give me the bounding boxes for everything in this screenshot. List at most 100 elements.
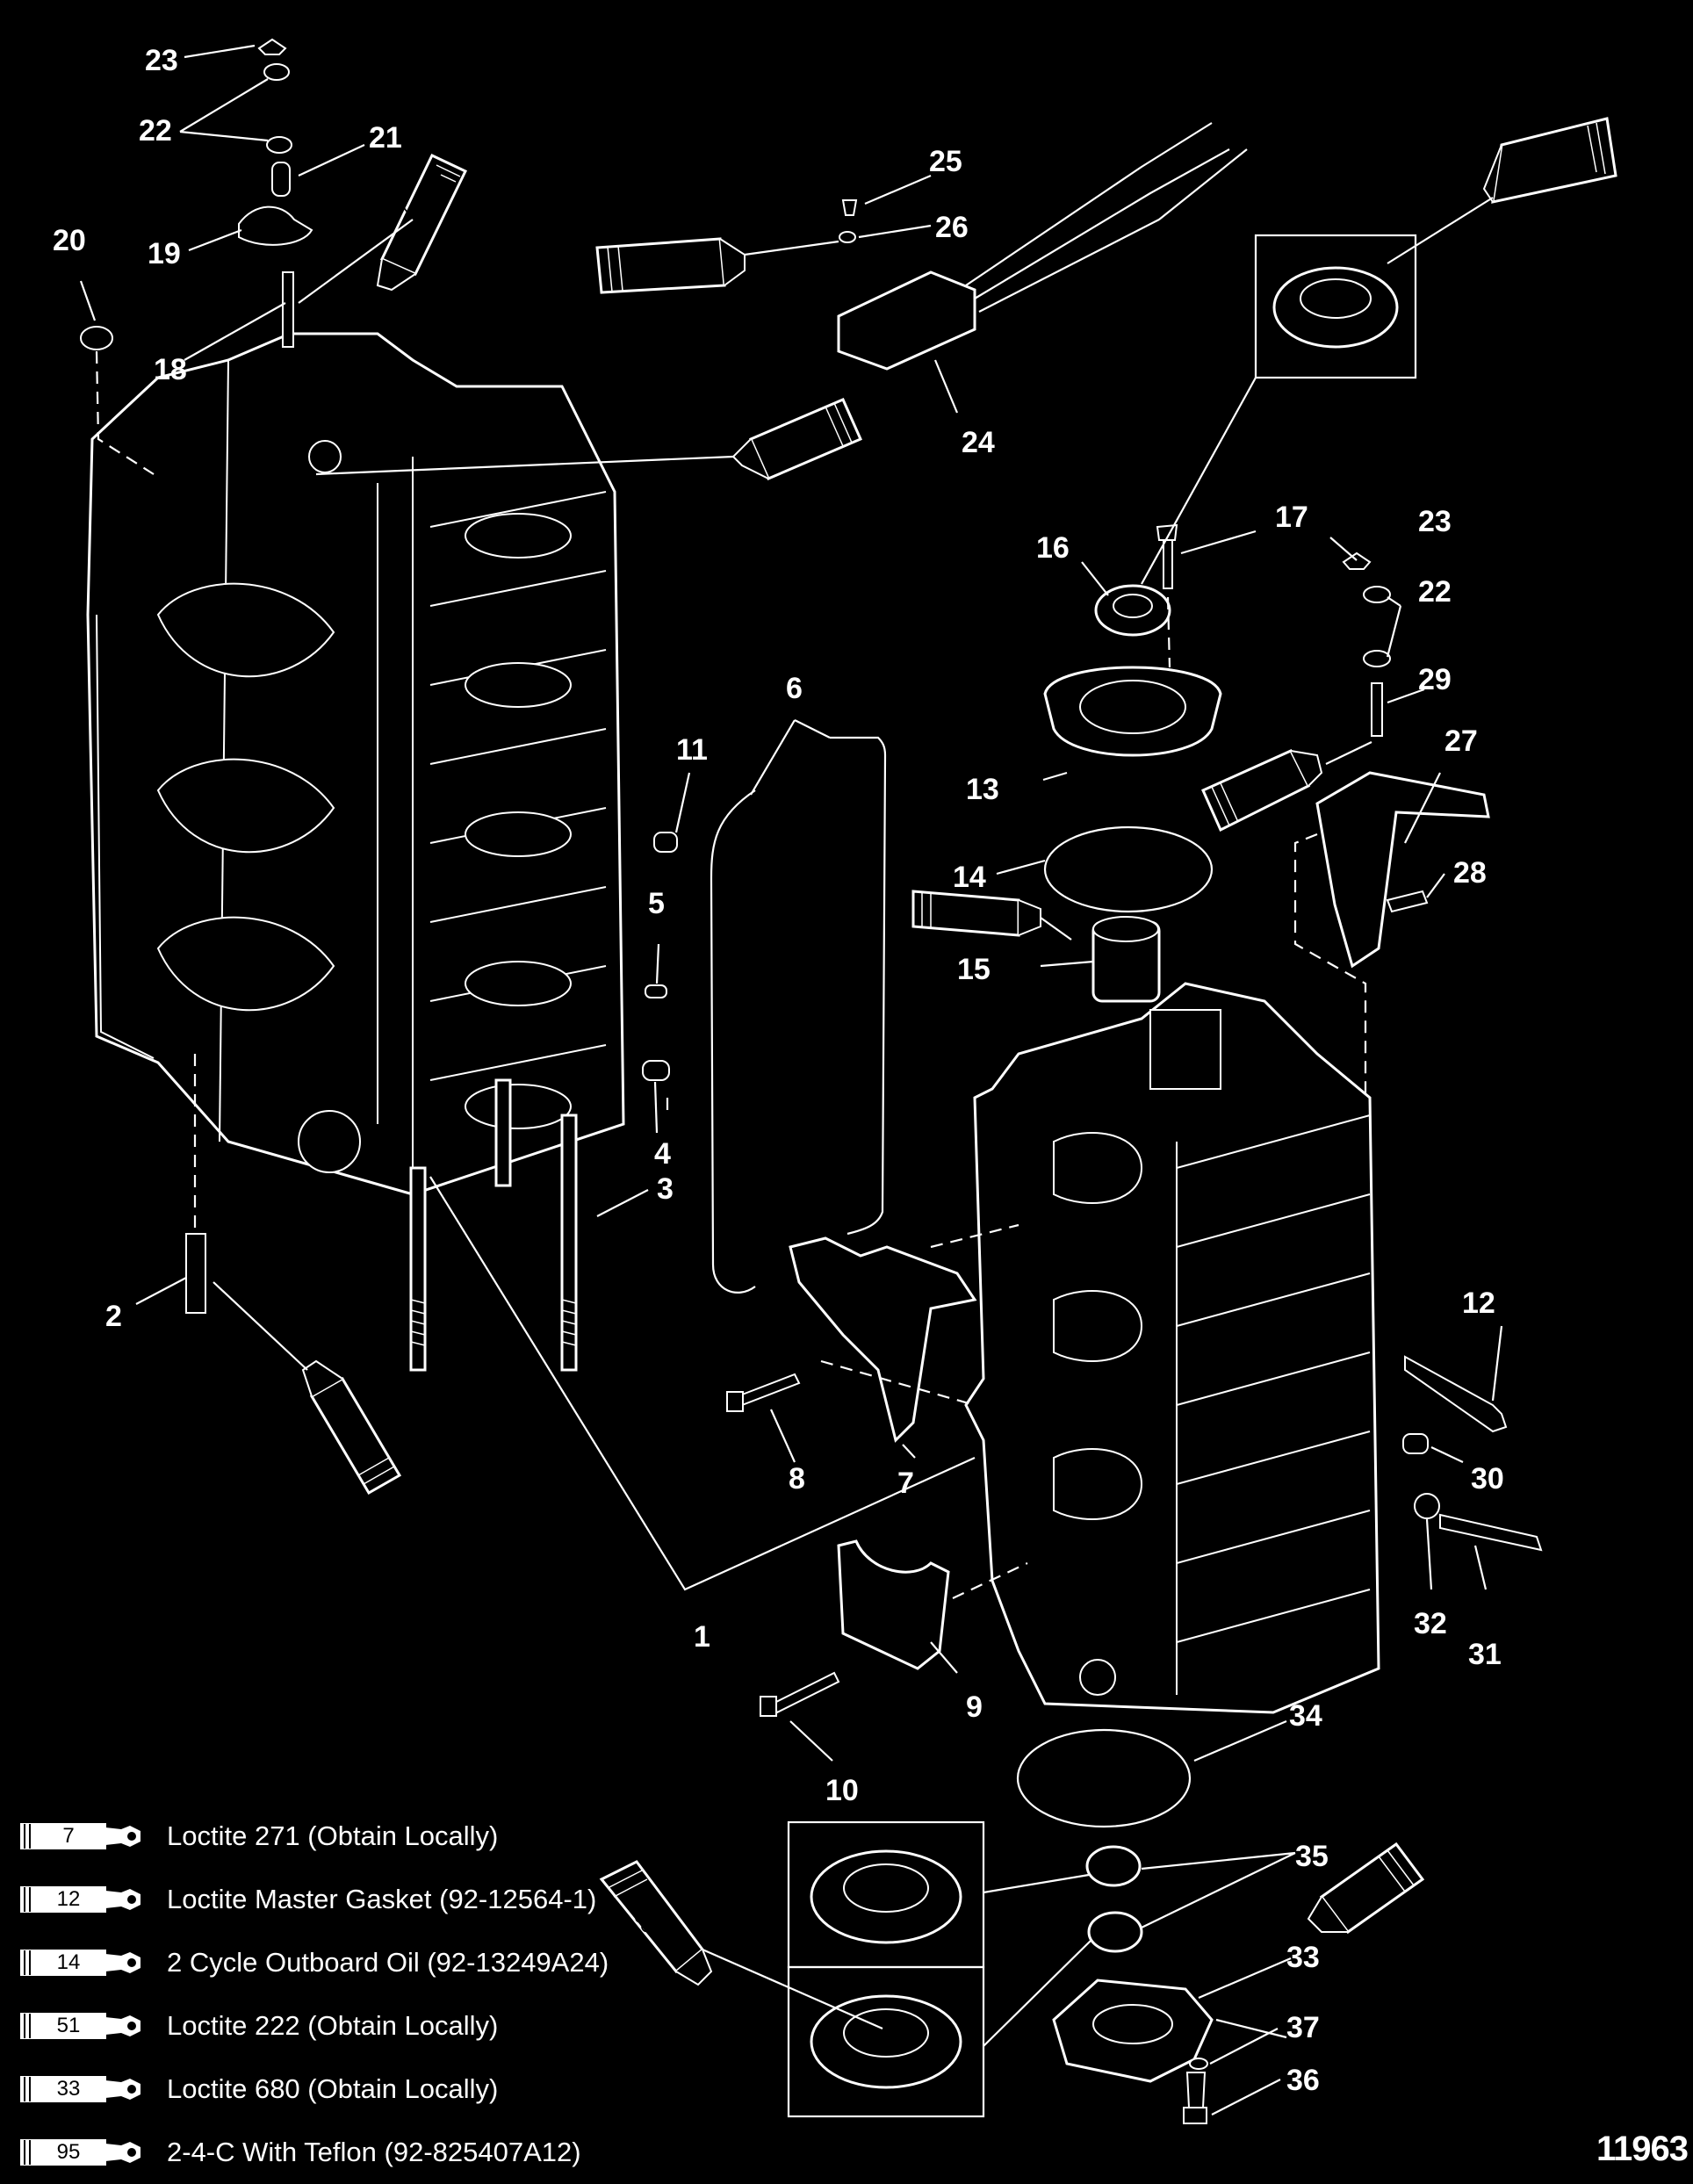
callout-37: 37 — [1286, 2011, 1320, 2044]
tube-icon: 33 — [18, 2072, 149, 2107]
sealant-tube-51: 51 — [595, 237, 746, 294]
legend-tube-number: 95 — [56, 2140, 81, 2164]
cylinder-block-left — [86, 332, 625, 1196]
callout-35: 35 — [1295, 1840, 1329, 1873]
legend-row: 33 Loctite 680 (Obtain Locally) — [18, 2058, 808, 2121]
screw-25 — [841, 199, 858, 216]
sealant-tube-14: 14 — [1307, 1842, 1425, 1935]
legend-text: 2-4-C With Teflon (92-825407A12) — [167, 2137, 581, 2167]
wing-nut-right — [1342, 551, 1372, 570]
legend-row: 14 2 Cycle Outboard Oil (92-13249A24) — [18, 1931, 808, 1994]
oil-line-6b — [830, 736, 887, 1236]
callout-13: 13 — [966, 773, 999, 806]
callout-27: 27 — [1444, 724, 1478, 758]
legend-text: Loctite 222 (Obtain Locally) — [167, 2010, 499, 2041]
bolt-12 — [1404, 1355, 1508, 1433]
clip-19 — [238, 205, 313, 246]
wires-24 — [965, 122, 1248, 313]
callout-9: 9 — [966, 1690, 983, 1724]
washer-top — [263, 63, 290, 81]
screw-36 — [1185, 2072, 1207, 2108]
callout-numbers: 1 2 3 4 5 6 7 8 9 10 11 12 13 14 15 16 1… — [53, 44, 1504, 2097]
legend-tube-number: 12 — [56, 1887, 81, 1911]
oil-line-6 — [710, 789, 756, 1294]
screw-10 — [771, 1671, 840, 1714]
bearing-cap-7 — [789, 1236, 977, 1443]
seal-35a — [1085, 1845, 1142, 1887]
callout-18: 18 — [154, 353, 187, 386]
bolt-31 — [1439, 1513, 1543, 1552]
tube-icon: 12 — [18, 1882, 149, 1917]
plug-20 — [80, 326, 113, 350]
tube-icon: 95 — [18, 2135, 149, 2170]
callout-2: 2 — [105, 1300, 122, 1333]
legend-tube-number: 14 — [56, 1950, 81, 1974]
callout-5: 5 — [648, 887, 665, 920]
callout-14: 14 — [953, 861, 986, 894]
sleeve-21 — [271, 162, 291, 197]
screw-17 — [1156, 523, 1178, 589]
dowel-4 — [642, 1060, 670, 1081]
sealant-legend: 7 Loctite 271 (Obtain Locally) 12 Loctit… — [18, 1805, 808, 2184]
tube-label: 95 — [953, 905, 974, 926]
sealant-tube-33: 33 — [301, 1359, 402, 1496]
callout-22-top: 22 — [139, 114, 172, 148]
leader-lines — [79, 44, 1503, 2116]
stud-29 — [1371, 682, 1383, 737]
legend-row: 51 Loctite 222 (Obtain Locally) — [18, 1994, 808, 2058]
tube-icon: 7 — [18, 1819, 149, 1854]
sealant-tube-7-right: 7 — [1201, 749, 1323, 833]
callout-16: 16 — [1036, 531, 1070, 565]
seal-box-lower-b — [787, 1965, 985, 2118]
callout-10: 10 — [825, 1774, 859, 1807]
legend-text: Loctite 271 (Obtain Locally) — [167, 1820, 499, 1851]
bearing-cap-9 — [837, 1539, 950, 1670]
seal-35b — [1087, 1911, 1143, 1953]
crankshaft-bearing-bores — [429, 491, 607, 1129]
screw-28 — [1386, 890, 1429, 913]
callout-31: 31 — [1468, 1638, 1502, 1671]
screw-8 — [736, 1373, 801, 1407]
callout-36: 36 — [1286, 2064, 1320, 2097]
callout-28: 28 — [1453, 856, 1487, 890]
bracket-27 — [1315, 771, 1490, 969]
sealant-tube-12: 12 — [731, 398, 862, 480]
washer-right-b — [1363, 650, 1391, 667]
callout-34: 34 — [1289, 1699, 1322, 1733]
callout-12: 12 — [1462, 1287, 1495, 1320]
o-ring-34 — [1016, 1728, 1192, 1828]
callout-11: 11 — [676, 733, 708, 767]
washer-right-a — [1363, 586, 1391, 603]
legend-tube-number: 33 — [56, 2077, 81, 2101]
washer-32 — [1414, 1493, 1440, 1519]
legend-text: Loctite Master Gasket (92-12564-1) — [167, 1884, 597, 1914]
legend-tube-number: 51 — [56, 2014, 81, 2037]
callout-4: 4 — [654, 1137, 671, 1171]
callout-15: 15 — [957, 953, 991, 986]
legend-row: 7 Loctite 271 (Obtain Locally) — [18, 1805, 808, 1868]
callout-26: 26 — [935, 211, 969, 244]
callout-33: 33 — [1286, 1941, 1320, 1974]
callout-23-top: 23 — [145, 44, 178, 77]
tube-icon: 51 — [18, 2008, 149, 2043]
dowel-30 — [1402, 1433, 1429, 1454]
wing-nut-top — [257, 38, 287, 55]
callout-32: 32 — [1414, 1607, 1447, 1640]
callout-21: 21 — [369, 121, 402, 155]
stud-18 — [282, 271, 294, 348]
washer-lower — [266, 136, 292, 154]
tube-label: 51 — [650, 256, 671, 278]
module-24 — [837, 270, 976, 371]
callout-17: 17 — [1275, 501, 1308, 534]
dowel-5 — [645, 984, 667, 998]
tube-label: 95 — [1544, 147, 1569, 173]
o-ring-37 — [1189, 2058, 1208, 2070]
callout-19: 19 — [148, 237, 181, 270]
figure-id: 11963 — [1596, 2130, 1689, 2168]
tube-icon: 14 — [18, 1945, 149, 1980]
callout-29: 29 — [1418, 663, 1452, 696]
callout-8: 8 — [789, 1462, 805, 1496]
seal-box-top — [1254, 234, 1417, 379]
legend-tube-number: 7 — [62, 1824, 75, 1848]
callout-1: 1 — [694, 1620, 710, 1654]
